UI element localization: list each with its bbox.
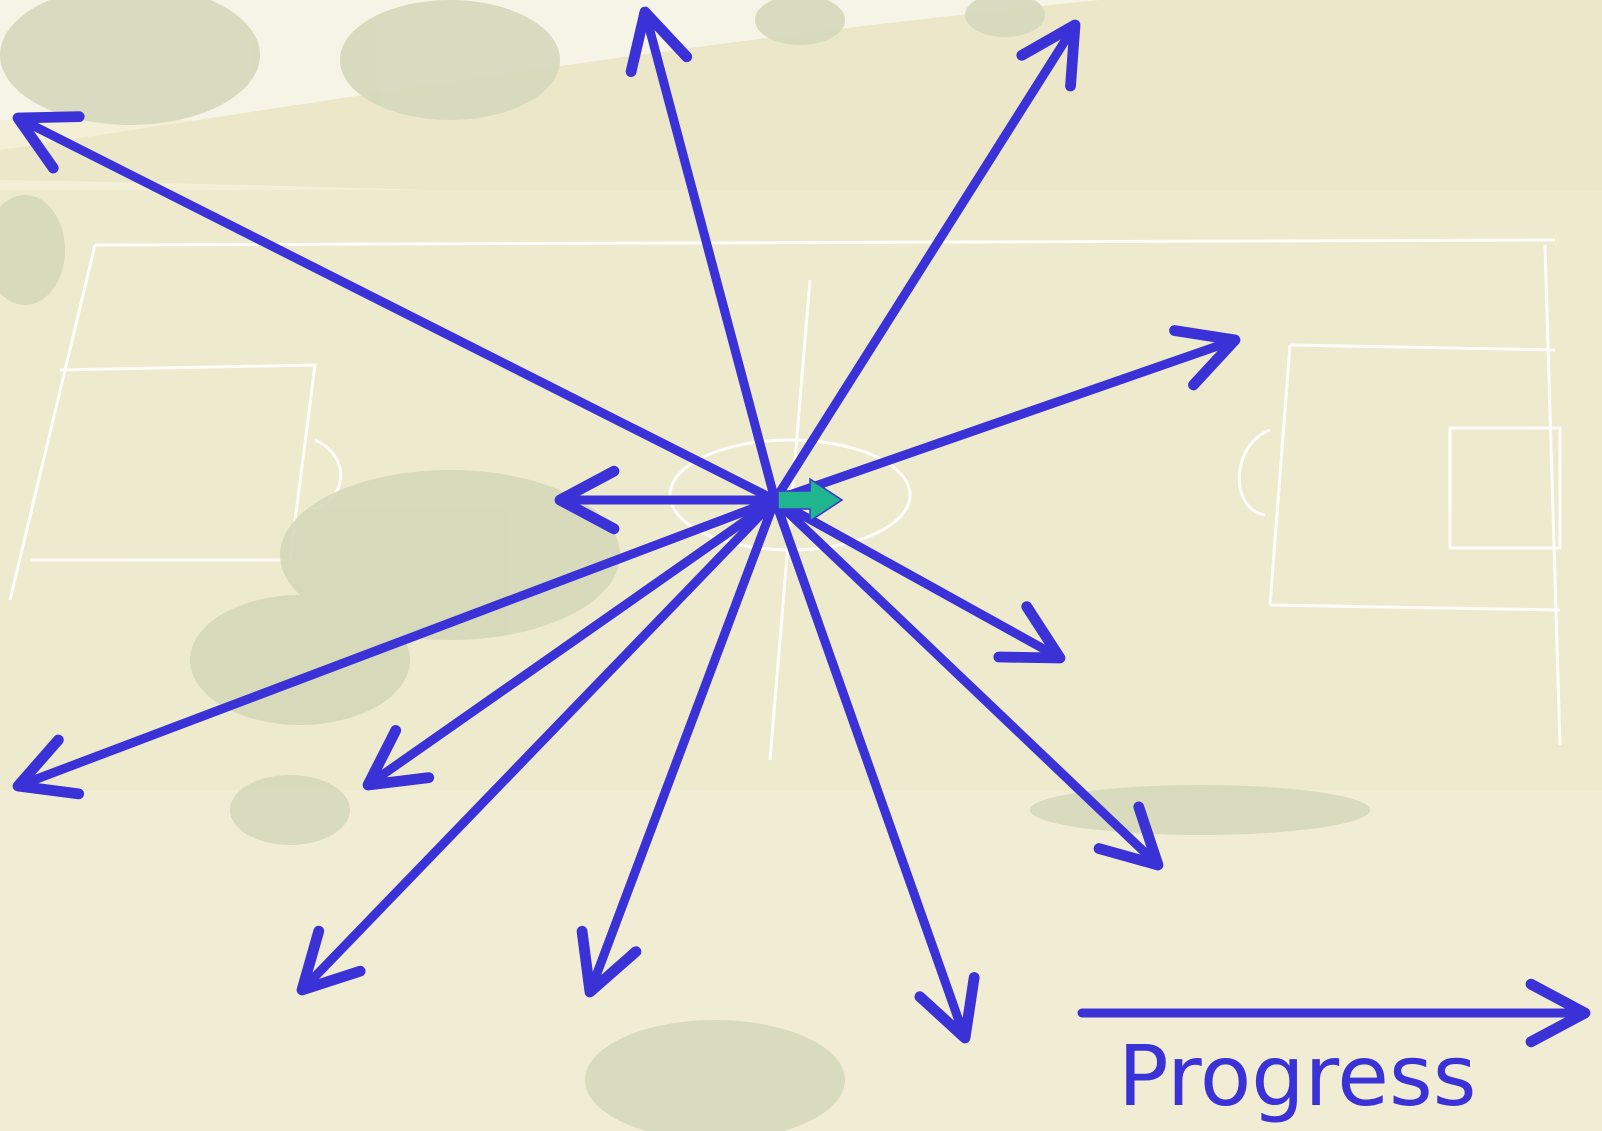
progress-label: Progress [1118,1027,1476,1125]
arrow-right-down [770,495,1066,664]
arrow-upper-left [12,111,780,505]
trees [0,0,1370,1131]
hillside [0,0,1602,240]
arrow-up [625,6,780,505]
arrow-right-up [770,325,1241,505]
arrow-down-left [576,495,780,998]
field-lines [8,238,1562,761]
arrow-left [12,495,780,800]
arrow-lower-right [770,495,1164,871]
arrow-upper-right [770,19,1081,505]
radiating-arrows [12,6,1241,1044]
arrow-down-right [770,495,980,1044]
arrow-left-down [362,495,780,791]
arrow-lower-left [296,495,780,996]
center-direction-arrow-icon [777,477,844,523]
